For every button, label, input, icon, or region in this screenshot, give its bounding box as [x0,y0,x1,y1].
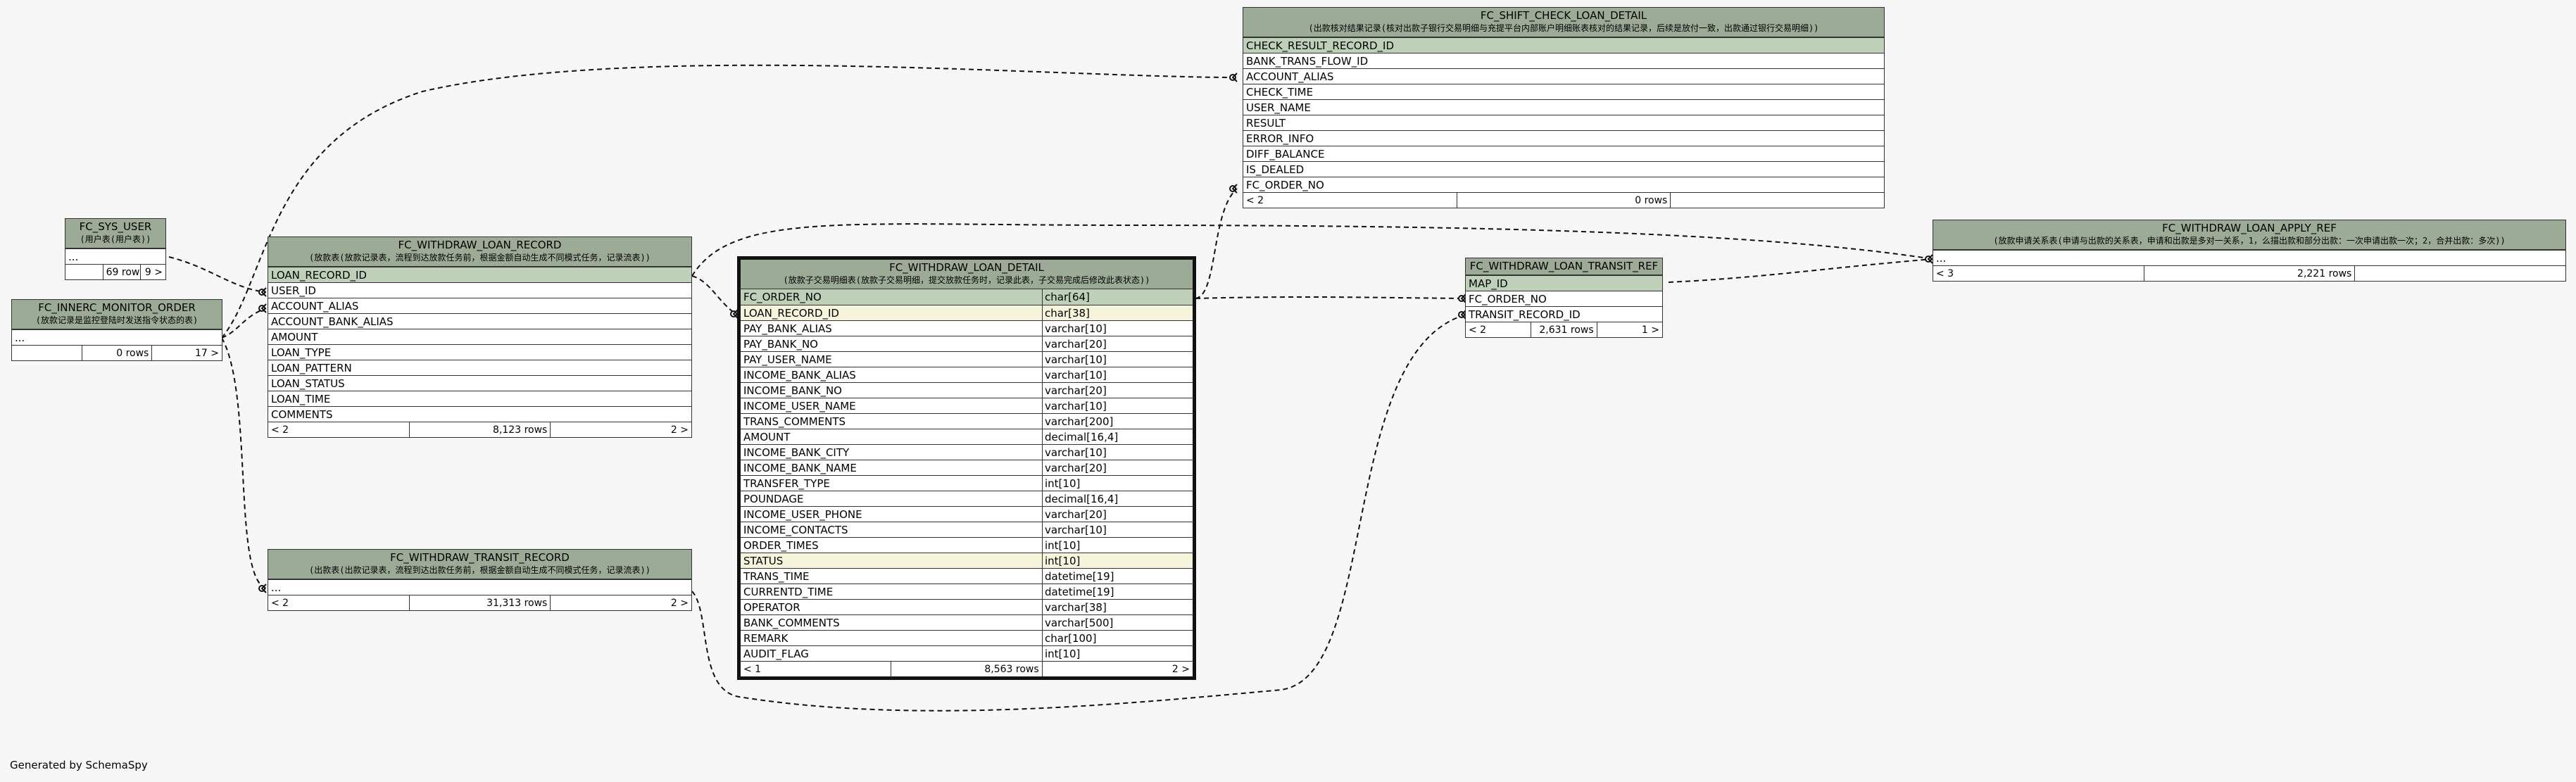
table-row: IS_DEALED [1243,161,1884,177]
table-row: LOAN_TYPE [268,344,691,360]
table-footer: < 3 2,221 rows [1933,265,2565,281]
table-row: USER_ID [268,282,691,298]
edge-monitor-to-loan-record [221,308,267,339]
table-row: LOAN_STATUS [268,375,691,391]
table-footer: < 2 0 rows [1243,192,1884,208]
table-header: FC_WITHDRAW_LOAN_DETAIL (放款子交易明细表(放款子交易明… [741,260,1193,289]
edge-monitor-to-transit-record [221,337,267,589]
table-row: DIFF_BALANCE [1243,146,1884,161]
edge-transit-ref-to-apply [1668,258,1933,283]
generated-by-label: Generated by SchemaSpy [10,759,148,771]
table-fc-withdraw-transit-record[interactable]: FC_WITHDRAW_TRANSIT_RECORD (出款表(出款记录表，流程… [268,549,692,611]
table-row: TRANSIT_RECORD_ID [1466,306,1662,322]
table-row: BANK_TRANS_FLOW_ID [1243,53,1884,68]
table-fc-shift-check-loan-detail[interactable]: FC_SHIFT_CHECK_LOAN_DETAIL (出款核对结果记录(核对出… [1243,7,1885,208]
table-row: ACCOUNT_ALIAS [1243,68,1884,84]
table-fc-withdraw-loan-detail[interactable]: FC_WITHDRAW_LOAN_DETAIL (放款子交易明细表(放款子交易明… [737,256,1196,680]
edge-loan-record-to-detail [691,275,739,316]
table-row: RESULT [1243,115,1884,130]
table-footer: < 2 2,631 rows 1 > [1466,322,1662,337]
table-header: FC_WITHDRAW_LOAN_APPLY_REF (放款申请关系表(申请与出… [1933,220,2565,250]
table-row: MAP_ID [1466,275,1662,291]
table-row: ACCOUNT_ALIAS [268,298,691,313]
table-row: AMOUNT [268,329,691,344]
table-row: USER_NAME [1243,99,1884,115]
table-header: FC_SYS_USER (用户表(用户表)) [65,219,165,248]
table-footer: < 2 31,313 rows 2 > [268,595,691,610]
table-fc-innerc-monitor-order[interactable]: FC_INNERC_MONITOR_ORDER (放款记录是监控登陆时发送指令状… [11,299,222,361]
table-header: FC_INNERC_MONITOR_ORDER (放款记录是监控登陆时发送指令状… [12,300,222,329]
table-fc-withdraw-loan-transit-ref[interactable]: FC_WITHDRAW_LOAN_TRANSIT_REF MAP_ID FC_O… [1465,258,1663,338]
table-row: ... [1933,250,2565,265]
table-footer: < 1 8,563 rows 2 > [741,661,1193,676]
table-fc-withdraw-loan-record[interactable]: FC_WITHDRAW_LOAN_RECORD (放款表(放款记录表，流程到达放… [268,237,692,438]
table-row: ERROR_INFO [1243,130,1884,146]
table-header: FC_SHIFT_CHECK_LOAN_DETAIL (出款核对结果记录(核对出… [1243,8,1884,37]
edge-detail-to-transit-ref [1195,296,1466,299]
table-header: FC_WITHDRAW_LOAN_RECORD (放款表(放款记录表，流程到达放… [268,237,691,267]
table-row: ... [268,579,691,595]
table-row: LOAN_TIME [268,391,691,406]
table-row: LOAN_PATTERN [268,360,691,375]
table-row: CHECK_RESULT_RECORD_ID [1243,37,1884,53]
edge-user-to-loan-record [168,256,267,293]
table-footer: 0 rows 17 > [12,345,222,360]
table-row: ACCOUNT_BANK_ALIAS [268,313,691,329]
table-row: LOAN_RECORD_ID [268,267,691,282]
table-footer: 69 rows 9 > [65,264,165,279]
table-fc-sys-user[interactable]: FC_SYS_USER (用户表(用户表)) ... 69 rows 9 > [65,218,166,280]
table-row: ... [65,248,165,264]
table-row: COMMENTS [268,406,691,422]
table-row: FC_ORDER_NO [1243,177,1884,192]
table-row: ... [12,329,222,345]
edge-detail-to-shift-check [1195,188,1238,299]
table-row: CHECK_TIME [1243,84,1884,99]
table-fc-withdraw-loan-apply-ref[interactable]: FC_WITHDRAW_LOAN_APPLY_REF (放款申请关系表(申请与出… [1933,220,2566,282]
table-header: FC_WITHDRAW_TRANSIT_RECORD (出款表(出款记录表，流程… [268,550,691,579]
table-row: FC_ORDER_NO [1466,291,1662,306]
table-footer: < 2 8,123 rows 2 > [268,422,691,437]
table-header: FC_WITHDRAW_LOAN_TRANSIT_REF [1466,258,1662,275]
